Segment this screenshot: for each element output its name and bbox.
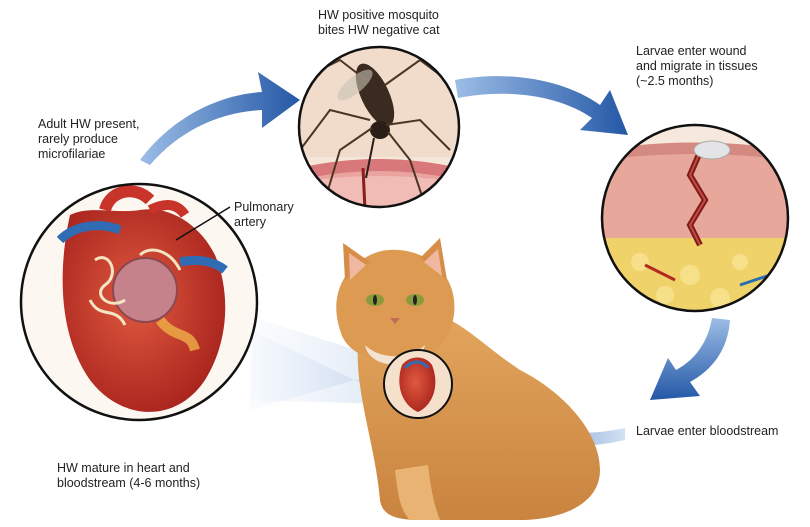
arrow-skin-to-bloodstream <box>650 318 730 400</box>
label-pulmonary-artery: Pulmonary artery <box>234 200 294 230</box>
label-adult-hw: Adult HW present, rarely produce microfi… <box>38 117 139 162</box>
arrow-mosquito-to-skin <box>455 76 628 135</box>
label-mosquito-bite: HW positive mosquito bites HW negative c… <box>318 8 440 38</box>
label-larvae-enter-wound: Larvae enter wound and migrate in tissue… <box>636 44 758 89</box>
mosquito-illustration <box>299 47 459 218</box>
cat-illustration <box>336 238 600 520</box>
arrow-adult-to-mosquito <box>140 72 300 165</box>
heart-illustration <box>21 184 257 420</box>
label-hw-mature: HW mature in heart and bloodstream (4-6 … <box>57 461 200 491</box>
skin-tissue-illustration <box>600 120 790 318</box>
label-larvae-bloodstream: Larvae enter bloodstream <box>636 424 778 439</box>
